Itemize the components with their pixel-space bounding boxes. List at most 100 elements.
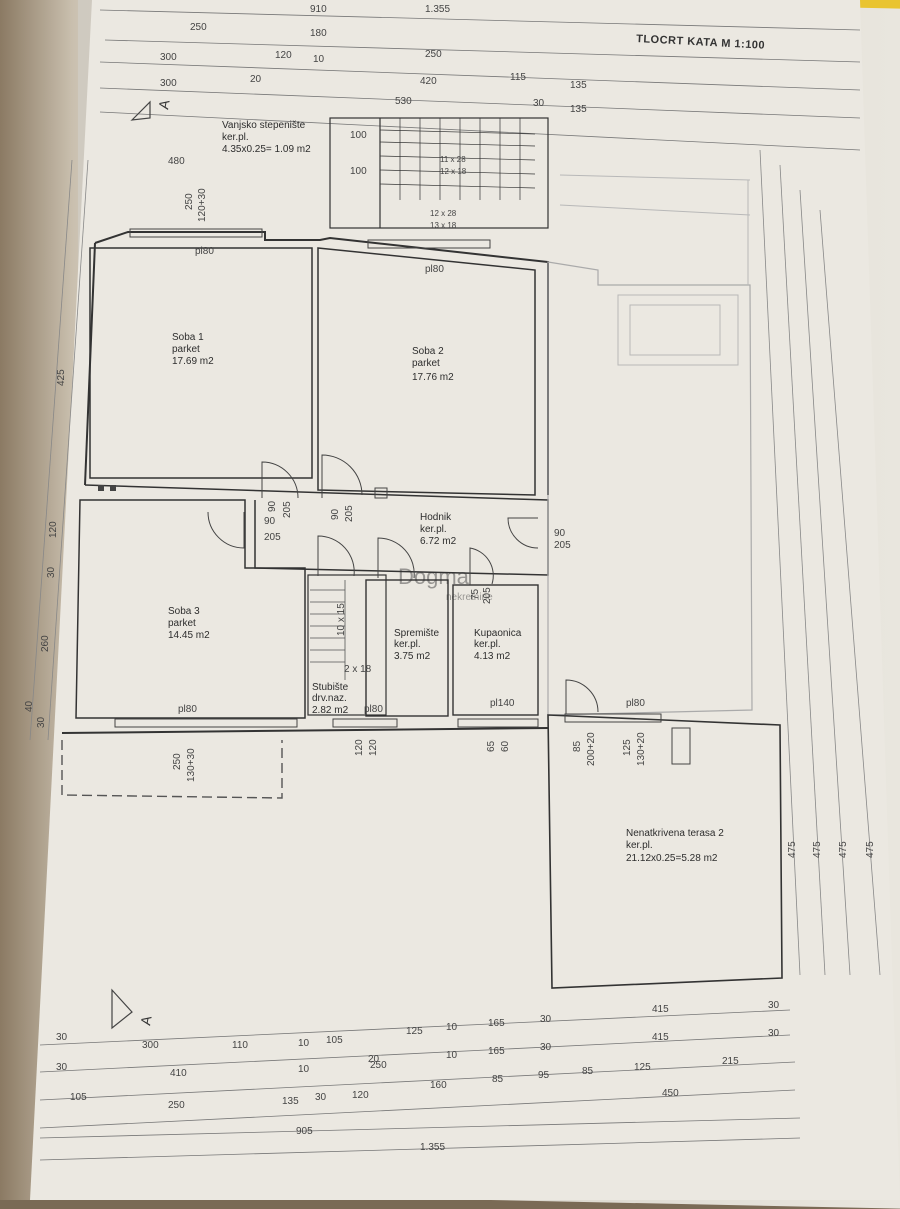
svg-text:1.355: 1.355 <box>420 1142 445 1153</box>
dim-left-480: 480 <box>168 156 185 167</box>
svg-text:30: 30 <box>540 1014 552 1025</box>
svg-text:30: 30 <box>36 716 47 728</box>
svg-text:165: 165 <box>488 1046 505 1057</box>
svg-text:40: 40 <box>24 700 35 712</box>
svg-text:10: 10 <box>298 1038 310 1049</box>
svg-text:11 x 28: 11 x 28 <box>440 155 466 164</box>
svg-text:4.35x0.25= 1.09 m2: 4.35x0.25= 1.09 m2 <box>222 144 311 155</box>
svg-text:30: 30 <box>315 1092 327 1103</box>
svg-text:410: 410 <box>170 1068 187 1079</box>
svg-text:95: 95 <box>538 1070 550 1081</box>
svg-text:100: 100 <box>350 130 367 141</box>
svg-text:Soba 1: Soba 1 <box>172 332 204 343</box>
dim-top-300a: 300 <box>160 52 177 63</box>
fixtures <box>98 485 691 765</box>
dim-top-250: 250 <box>190 22 207 33</box>
svg-text:205: 205 <box>344 505 355 522</box>
room-label-kupaonica: Kupaonica ker.pl. 4.13 m2 <box>474 628 522 662</box>
room-label-stair-outside: Vanjsko stepenište ker.pl. 4.35x0.25= 1.… <box>222 120 311 155</box>
svg-text:200+20: 200+20 <box>586 732 597 766</box>
doors <box>207 454 599 714</box>
svg-text:130+20: 130+20 <box>636 732 647 766</box>
room-label-hodnik: Hodnik ker.pl. 6.72 m2 <box>420 512 457 547</box>
svg-text:250: 250 <box>184 193 195 210</box>
svg-text:125: 125 <box>406 1026 423 1037</box>
svg-text:12 x 18: 12 x 18 <box>440 167 467 176</box>
top-dimension-labels: 910 1.355 250 180 300 120 10 250 300 20 … <box>160 4 587 115</box>
svg-text:pl80: pl80 <box>178 704 197 715</box>
svg-text:2 x 18: 2 x 18 <box>344 664 372 675</box>
svg-text:17.69 m2: 17.69 m2 <box>172 356 214 367</box>
svg-text:425: 425 <box>56 369 67 386</box>
svg-text:10 x 15: 10 x 15 <box>336 603 347 636</box>
room-label-terasa: Nenatkrivena terasa 2 ker.pl. 21.12x0.25… <box>626 828 724 864</box>
svg-text:pl140: pl140 <box>490 698 515 709</box>
svg-text:60: 60 <box>500 740 511 752</box>
svg-text:Soba 2: Soba 2 <box>412 346 444 357</box>
svg-text:475: 475 <box>812 841 823 858</box>
svg-text:85: 85 <box>572 740 583 752</box>
svg-text:130+30: 130+30 <box>186 748 197 782</box>
walls <box>61 231 783 989</box>
svg-text:Dogma: Dogma <box>398 564 470 589</box>
svg-text:ker.pl.: ker.pl. <box>626 840 653 851</box>
svg-text:Vanjsko stepenište: Vanjsko stepenište <box>222 120 306 131</box>
section-marker-top: A <box>130 98 173 121</box>
svg-text:pl80: pl80 <box>364 704 383 715</box>
dim-top-115: 115 <box>510 72 526 83</box>
svg-text:nekretnine: nekretnine <box>446 592 493 603</box>
svg-text:120+30: 120+30 <box>197 188 208 222</box>
svg-text:A: A <box>137 1014 154 1027</box>
svg-text:30: 30 <box>540 1042 552 1053</box>
dim-top-180: 180 <box>310 28 327 39</box>
svg-text:13 x 18: 13 x 18 <box>430 221 457 230</box>
svg-text:3.75 m2: 3.75 m2 <box>394 651 431 662</box>
svg-text:205: 205 <box>482 587 493 604</box>
room-label-soba1: Soba 1 parket 17.69 m2 <box>172 332 214 367</box>
svg-text:205: 205 <box>554 540 571 551</box>
dim-top-530: 530 <box>395 96 412 107</box>
svg-text:85: 85 <box>582 1066 594 1077</box>
svg-text:300: 300 <box>142 1040 159 1051</box>
svg-text:475: 475 <box>865 841 876 858</box>
svg-text:ker.pl.: ker.pl. <box>420 524 447 535</box>
svg-text:Soba 3: Soba 3 <box>168 606 200 617</box>
svg-text:20: 20 <box>368 1054 380 1065</box>
svg-text:parket: parket <box>172 344 200 355</box>
svg-text:30: 30 <box>56 1032 68 1043</box>
svg-text:30: 30 <box>56 1062 68 1073</box>
room-label-spremiste: Spremište ker.pl. 3.75 m2 <box>394 628 439 662</box>
balcony-outline <box>61 740 283 799</box>
left-dimension-lines <box>29 159 89 741</box>
svg-text:A: A <box>155 98 172 111</box>
svg-text:Nenatkrivena terasa 2: Nenatkrivena terasa 2 <box>626 828 724 839</box>
svg-text:90: 90 <box>264 516 276 527</box>
svg-text:205: 205 <box>282 501 293 518</box>
svg-text:4.13 m2: 4.13 m2 <box>474 651 511 662</box>
room-label-stubiste: Stubište drv.naz. 2.82 m2 <box>312 682 349 716</box>
svg-text:2.82 m2: 2.82 m2 <box>312 705 349 716</box>
svg-text:65: 65 <box>486 740 497 752</box>
dim-top-20: 20 <box>250 74 262 85</box>
right-dimension-labels: 475 475 475 475 <box>787 841 876 858</box>
svg-text:75: 75 <box>470 588 481 600</box>
svg-text:21.12x0.25=5.28 m2: 21.12x0.25=5.28 m2 <box>626 853 718 864</box>
svg-text:205: 205 <box>264 532 281 543</box>
dim-top-120: 120 <box>275 50 292 61</box>
faded-fixtures <box>559 174 751 366</box>
svg-text:105: 105 <box>70 1092 87 1103</box>
watermark: Dogma nekretnine <box>398 564 493 603</box>
svg-text:250: 250 <box>370 1060 387 1071</box>
svg-text:Spremište: Spremište <box>394 628 439 639</box>
section-marker-bottom: A <box>111 988 155 1030</box>
svg-text:30: 30 <box>768 1000 780 1011</box>
svg-text:260: 260 <box>40 635 51 652</box>
svg-text:pl80: pl80 <box>626 698 645 709</box>
room-label-soba3: Soba 3 parket 14.45 m2 <box>168 606 210 641</box>
svg-text:905: 905 <box>296 1126 313 1137</box>
svg-text:pl80: pl80 <box>195 246 214 257</box>
svg-text:Hodnik: Hodnik <box>420 512 452 523</box>
stair-labels: 100 100 11 x 28 12 x 18 12 x 28 13 x 18 <box>350 130 467 230</box>
svg-text:90: 90 <box>554 528 566 539</box>
